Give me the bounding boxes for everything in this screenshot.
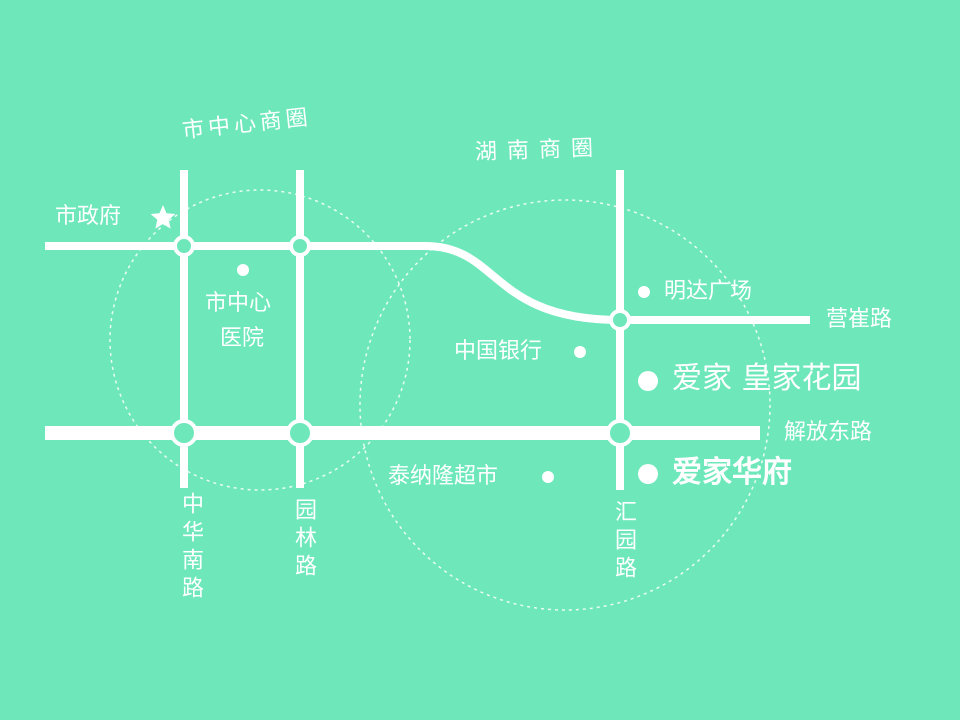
city-government-label: 市政府	[55, 204, 122, 229]
yuanlin-road-label: 园林路	[291, 498, 316, 582]
city-center-district-circle	[109, 189, 411, 491]
district-label-hunan: 湖南商圈	[474, 135, 604, 166]
city-hospital-label-line2: 医院	[220, 326, 265, 351]
intersection-ring	[289, 235, 311, 257]
intersection-ring	[609, 309, 631, 331]
huiyuan-road-label: 汇园路	[611, 500, 636, 584]
bank-of-china-label: 中国银行	[454, 339, 543, 364]
huafu-dot	[638, 464, 658, 484]
star-icon	[150, 205, 176, 229]
huafu-label: 爱家华府	[672, 455, 792, 490]
intersection-ring	[286, 419, 314, 447]
zhonghua-south-road-label: 中华南路	[178, 492, 203, 604]
royal-garden-dot	[638, 371, 658, 391]
bank-of-china-dot	[574, 346, 586, 358]
supermarket-dot	[542, 471, 554, 483]
city-hospital-label-line1: 市中心	[205, 291, 272, 316]
intersection-ring	[173, 235, 195, 257]
yingcui-road	[45, 242, 810, 324]
hospital-dot	[237, 264, 249, 276]
yingcui-road-label: 营崔路	[826, 307, 893, 332]
supermarket-label: 泰纳隆超市	[388, 464, 499, 489]
intersection-ring	[606, 419, 634, 447]
mingda-plaza-dot	[638, 286, 650, 298]
jiefang-east-road-label: 解放东路	[784, 420, 873, 445]
royal-garden-label: 爱家 皇家花园	[672, 361, 862, 396]
hunan-district-circle	[359, 199, 771, 611]
mingda-plaza-label: 明达广场	[664, 279, 753, 304]
intersection-ring	[170, 419, 198, 447]
